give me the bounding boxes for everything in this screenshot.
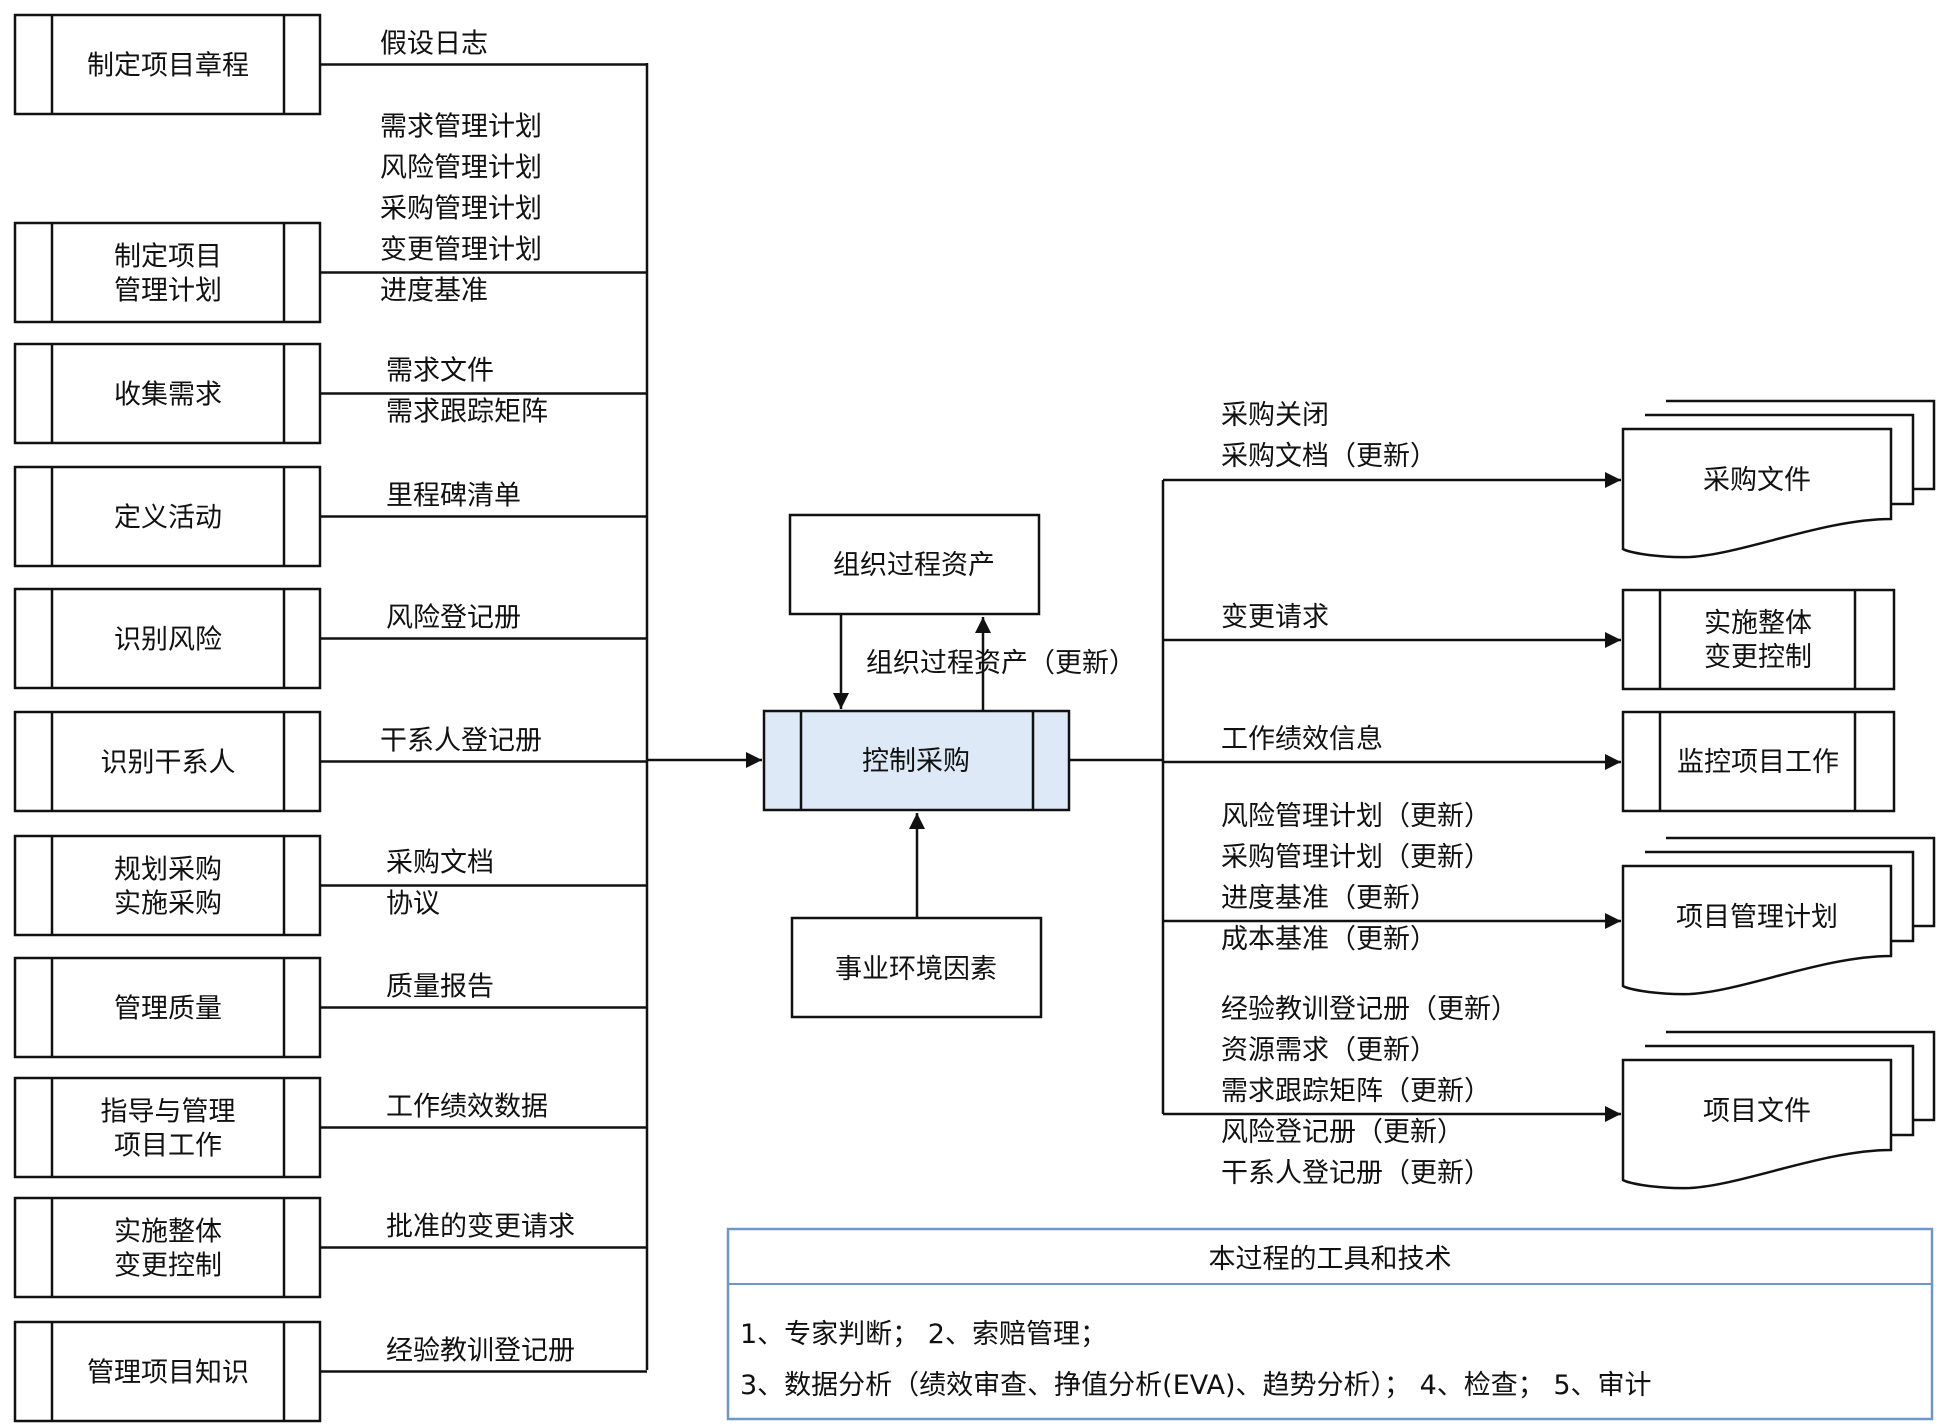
input-source-label: 收集需求 xyxy=(114,380,222,411)
output-item-label: 风险登记册（更新） xyxy=(1221,1117,1464,1148)
input-source-box[interactable]: 制定项目章程 xyxy=(13,13,322,116)
document-sheet-front xyxy=(1621,864,1893,996)
tools-line-2: 3、数据分析（绩效审查、挣值分析(EVA)、趋势分析）； 4、检查； 5、审计 xyxy=(740,1370,1652,1401)
input-item-label: 进度基准 xyxy=(380,276,488,307)
output-item-label: 需求跟踪矩阵（更新） xyxy=(1221,1076,1491,1107)
input-item-label: 工作绩效数据 xyxy=(386,1092,548,1123)
input-item-label: 采购文档 xyxy=(386,848,494,879)
input-item-label: 里程碑清单 xyxy=(386,481,521,512)
input-item-label: 质量报告 xyxy=(386,972,494,1003)
output-process-label: 实施整体 xyxy=(1704,608,1812,639)
input-source-box[interactable]: 识别干系人 xyxy=(13,710,322,813)
input-item-label: 变更管理计划 xyxy=(380,235,542,266)
document-sheet-front xyxy=(1621,1058,1893,1190)
input-item-label: 干系人登记册 xyxy=(380,726,542,757)
tools-box: 本过程的工具和技术 1、专家判断； 2、索赔管理； 3、数据分析（绩效审查、挣值… xyxy=(726,1227,1934,1421)
input-source-box[interactable]: 管理项目知识 xyxy=(13,1320,322,1423)
input-source-label: 实施整体 xyxy=(114,1217,222,1248)
output-document[interactable]: 采购文件 xyxy=(1621,399,1936,559)
input-source-label: 项目工作 xyxy=(114,1131,222,1162)
output-process-label: 监控项目工作 xyxy=(1677,747,1839,778)
output-item-label: 采购管理计划（更新） xyxy=(1221,842,1491,873)
input-source-box[interactable]: 定义活动 xyxy=(13,465,322,568)
input-source-label: 管理计划 xyxy=(114,276,222,307)
output-document-label: 项目文件 xyxy=(1703,1096,1811,1127)
env-factors-box[interactable]: 事业环境因素 xyxy=(790,916,1043,1019)
output-document-label: 项目管理计划 xyxy=(1676,902,1838,933)
input-source-box[interactable]: 收集需求 xyxy=(13,342,322,445)
output-process-box[interactable]: 监控项目工作 xyxy=(1621,710,1896,813)
input-source-label: 制定项目章程 xyxy=(87,51,249,82)
env-factors-label: 事业环境因素 xyxy=(835,954,997,985)
input-source-label: 变更控制 xyxy=(114,1251,222,1282)
org-assets-label: 组织过程资产 xyxy=(833,550,995,581)
input-item-label: 需求管理计划 xyxy=(380,112,542,143)
output-item-label: 工作绩效信息 xyxy=(1221,724,1383,755)
output-item-label: 资源需求（更新） xyxy=(1221,1035,1437,1066)
output-item-label: 干系人登记册（更新） xyxy=(1221,1158,1491,1189)
org-assets-box[interactable]: 组织过程资产 xyxy=(788,513,1041,616)
input-item-label: 假设日志 xyxy=(380,29,488,60)
output-item-label: 采购文档（更新） xyxy=(1221,441,1437,472)
input-item-label: 协议 xyxy=(386,889,440,920)
output-document[interactable]: 项目文件 xyxy=(1621,1030,1936,1190)
input-item-label: 批准的变更请求 xyxy=(386,1212,575,1243)
input-source-label: 识别风险 xyxy=(114,625,222,656)
input-source-label: 实施采购 xyxy=(114,889,222,920)
output-item-label: 成本基准（更新） xyxy=(1221,924,1437,955)
tools-header: 本过程的工具和技术 xyxy=(1209,1244,1452,1275)
input-source-label: 识别干系人 xyxy=(101,748,236,779)
document-sheet-front xyxy=(1621,427,1893,559)
input-source-box[interactable]: 识别风险 xyxy=(13,587,322,690)
tools-line-1: 1、专家判断； 2、索赔管理； xyxy=(740,1319,1107,1350)
input-item-label: 需求跟踪矩阵 xyxy=(386,397,548,428)
input-item-label: 采购管理计划 xyxy=(380,194,542,225)
center-process-label: 控制采购 xyxy=(862,746,970,777)
output-item-label: 采购关闭 xyxy=(1221,400,1329,431)
output-item-label: 变更请求 xyxy=(1221,602,1329,633)
output-item-label: 进度基准（更新） xyxy=(1221,883,1437,914)
output-item-label: 风险管理计划（更新） xyxy=(1221,801,1491,832)
input-item-label: 需求文件 xyxy=(386,356,494,387)
input-item-label: 风险管理计划 xyxy=(380,153,542,184)
output-item-label: 经验教训登记册（更新） xyxy=(1221,994,1518,1025)
input-source-label: 定义活动 xyxy=(114,503,222,534)
input-source-label: 制定项目 xyxy=(114,242,222,273)
input-source-label: 管理质量 xyxy=(114,994,222,1025)
input-source-box[interactable]: 管理质量 xyxy=(13,956,322,1059)
output-document[interactable]: 项目管理计划 xyxy=(1621,836,1936,996)
input-item-label: 风险登记册 xyxy=(386,603,521,634)
input-source-label: 管理项目知识 xyxy=(87,1358,249,1389)
center-process-box[interactable]: 控制采购 xyxy=(762,709,1071,812)
input-item-label: 经验教训登记册 xyxy=(386,1336,575,1367)
output-document-label: 采购文件 xyxy=(1703,465,1811,496)
input-source-label: 规划采购 xyxy=(114,855,222,886)
output-process-label: 变更控制 xyxy=(1704,642,1812,673)
org-assets-update-label: 组织过程资产（更新） xyxy=(866,648,1136,679)
input-source-label: 指导与管理 xyxy=(101,1097,236,1128)
